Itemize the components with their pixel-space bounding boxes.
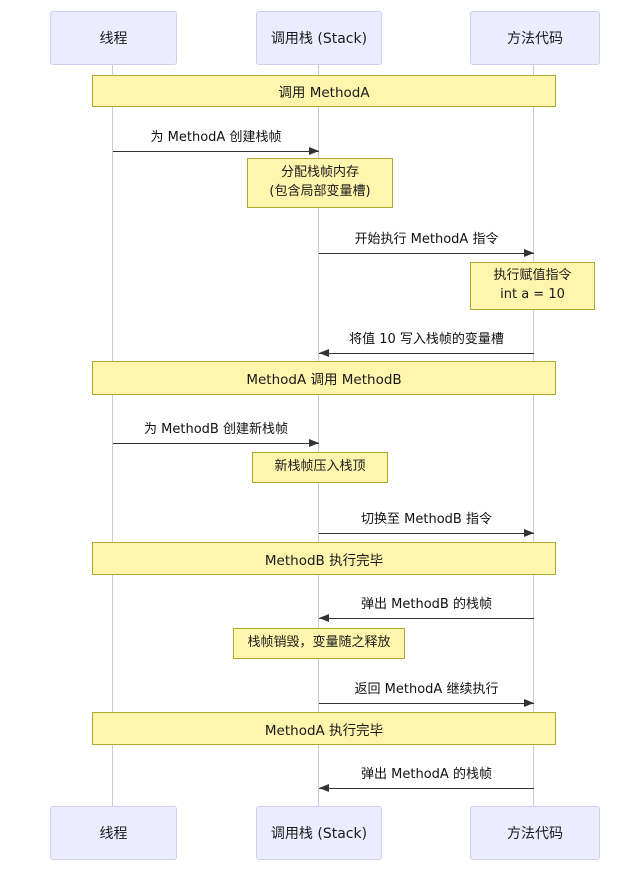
- msg-create-frame-methodb: 为 MethodB 创建新栈帧: [113, 422, 319, 447]
- note-assign-instruction: 执行赋值指令 int a = 10: [470, 262, 595, 310]
- note-line: 执行赋值指令: [493, 268, 572, 284]
- banner-call-methoda: 调用 MethodA: [92, 75, 556, 107]
- msg-pop-frame-methodb: 弹出 MethodB 的栈帧: [319, 597, 534, 622]
- msg-start-exec-methoda-label: 开始执行 MethodA 指令: [354, 232, 499, 247]
- note-line: 分配栈帧内存: [280, 165, 359, 181]
- msg-return-to-methoda-label: 返回 MethodA 继续执行: [354, 682, 499, 697]
- participant-thread-top: 线程: [50, 11, 177, 65]
- msg-pop-frame-methodb-label: 弹出 MethodB 的栈帧: [361, 597, 492, 612]
- lifeline-stack: [318, 65, 319, 806]
- msg-create-frame-methodb-label: 为 MethodB 创建新栈帧: [144, 422, 288, 437]
- arrowhead-right-icon: [524, 698, 534, 707]
- arrowhead-right-icon: [309, 438, 319, 447]
- lifeline-method-code: [533, 65, 534, 806]
- note-push-new-frame: 新栈帧压入栈顶: [252, 452, 388, 483]
- banner-methoda-done: MethodA 执行完毕: [92, 712, 556, 745]
- note-line: int a = 10: [500, 287, 565, 302]
- arrowhead-right-icon: [524, 528, 534, 537]
- participant-method-code-top: 方法代码: [470, 11, 600, 65]
- arrowhead-left-icon: [319, 613, 329, 622]
- note-line: 栈帧销毁，变量随之释放: [247, 635, 391, 651]
- participant-method-code-bottom: 方法代码: [470, 806, 600, 860]
- msg-write-value-to-slot-label: 将值 10 写入栈帧的变量槽: [349, 332, 504, 347]
- msg-switch-to-methodb-label: 切换至 MethodB 指令: [361, 512, 492, 527]
- msg-create-frame-methoda: 为 MethodA 创建栈帧: [113, 130, 319, 155]
- msg-switch-to-methodb: 切换至 MethodB 指令: [319, 512, 534, 537]
- banner-methodb-done: MethodB 执行完毕: [92, 542, 556, 575]
- msg-return-to-methoda: 返回 MethodA 继续执行: [319, 682, 534, 707]
- participant-stack-bottom: 调用栈 (Stack): [256, 806, 382, 860]
- note-line: 新栈帧压入栈顶: [274, 459, 366, 475]
- arrowhead-right-icon: [524, 248, 534, 257]
- msg-start-exec-methoda: 开始执行 MethodA 指令: [319, 232, 534, 257]
- arrowhead-left-icon: [319, 348, 329, 357]
- note-destroy-frame: 栈帧销毁，变量随之释放: [233, 628, 405, 659]
- msg-create-frame-methoda-label: 为 MethodA 创建栈帧: [150, 130, 282, 145]
- participant-thread-bottom: 线程: [50, 806, 177, 860]
- arrowhead-left-icon: [319, 783, 329, 792]
- note-alloc-frame-memory: 分配栈帧内存 (包含局部变量槽): [247, 158, 393, 208]
- msg-pop-frame-methoda: 弹出 MethodA 的栈帧: [319, 767, 534, 792]
- lifeline-thread: [112, 65, 113, 806]
- banner-methoda-calls-methodb: MethodA 调用 MethodB: [92, 361, 556, 395]
- msg-pop-frame-methoda-label: 弹出 MethodA 的栈帧: [361, 767, 492, 782]
- note-line: (包含局部变量槽): [269, 184, 371, 199]
- arrowhead-right-icon: [309, 146, 319, 155]
- msg-write-value-to-slot: 将值 10 写入栈帧的变量槽: [319, 332, 534, 357]
- participant-stack-top: 调用栈 (Stack): [256, 11, 382, 65]
